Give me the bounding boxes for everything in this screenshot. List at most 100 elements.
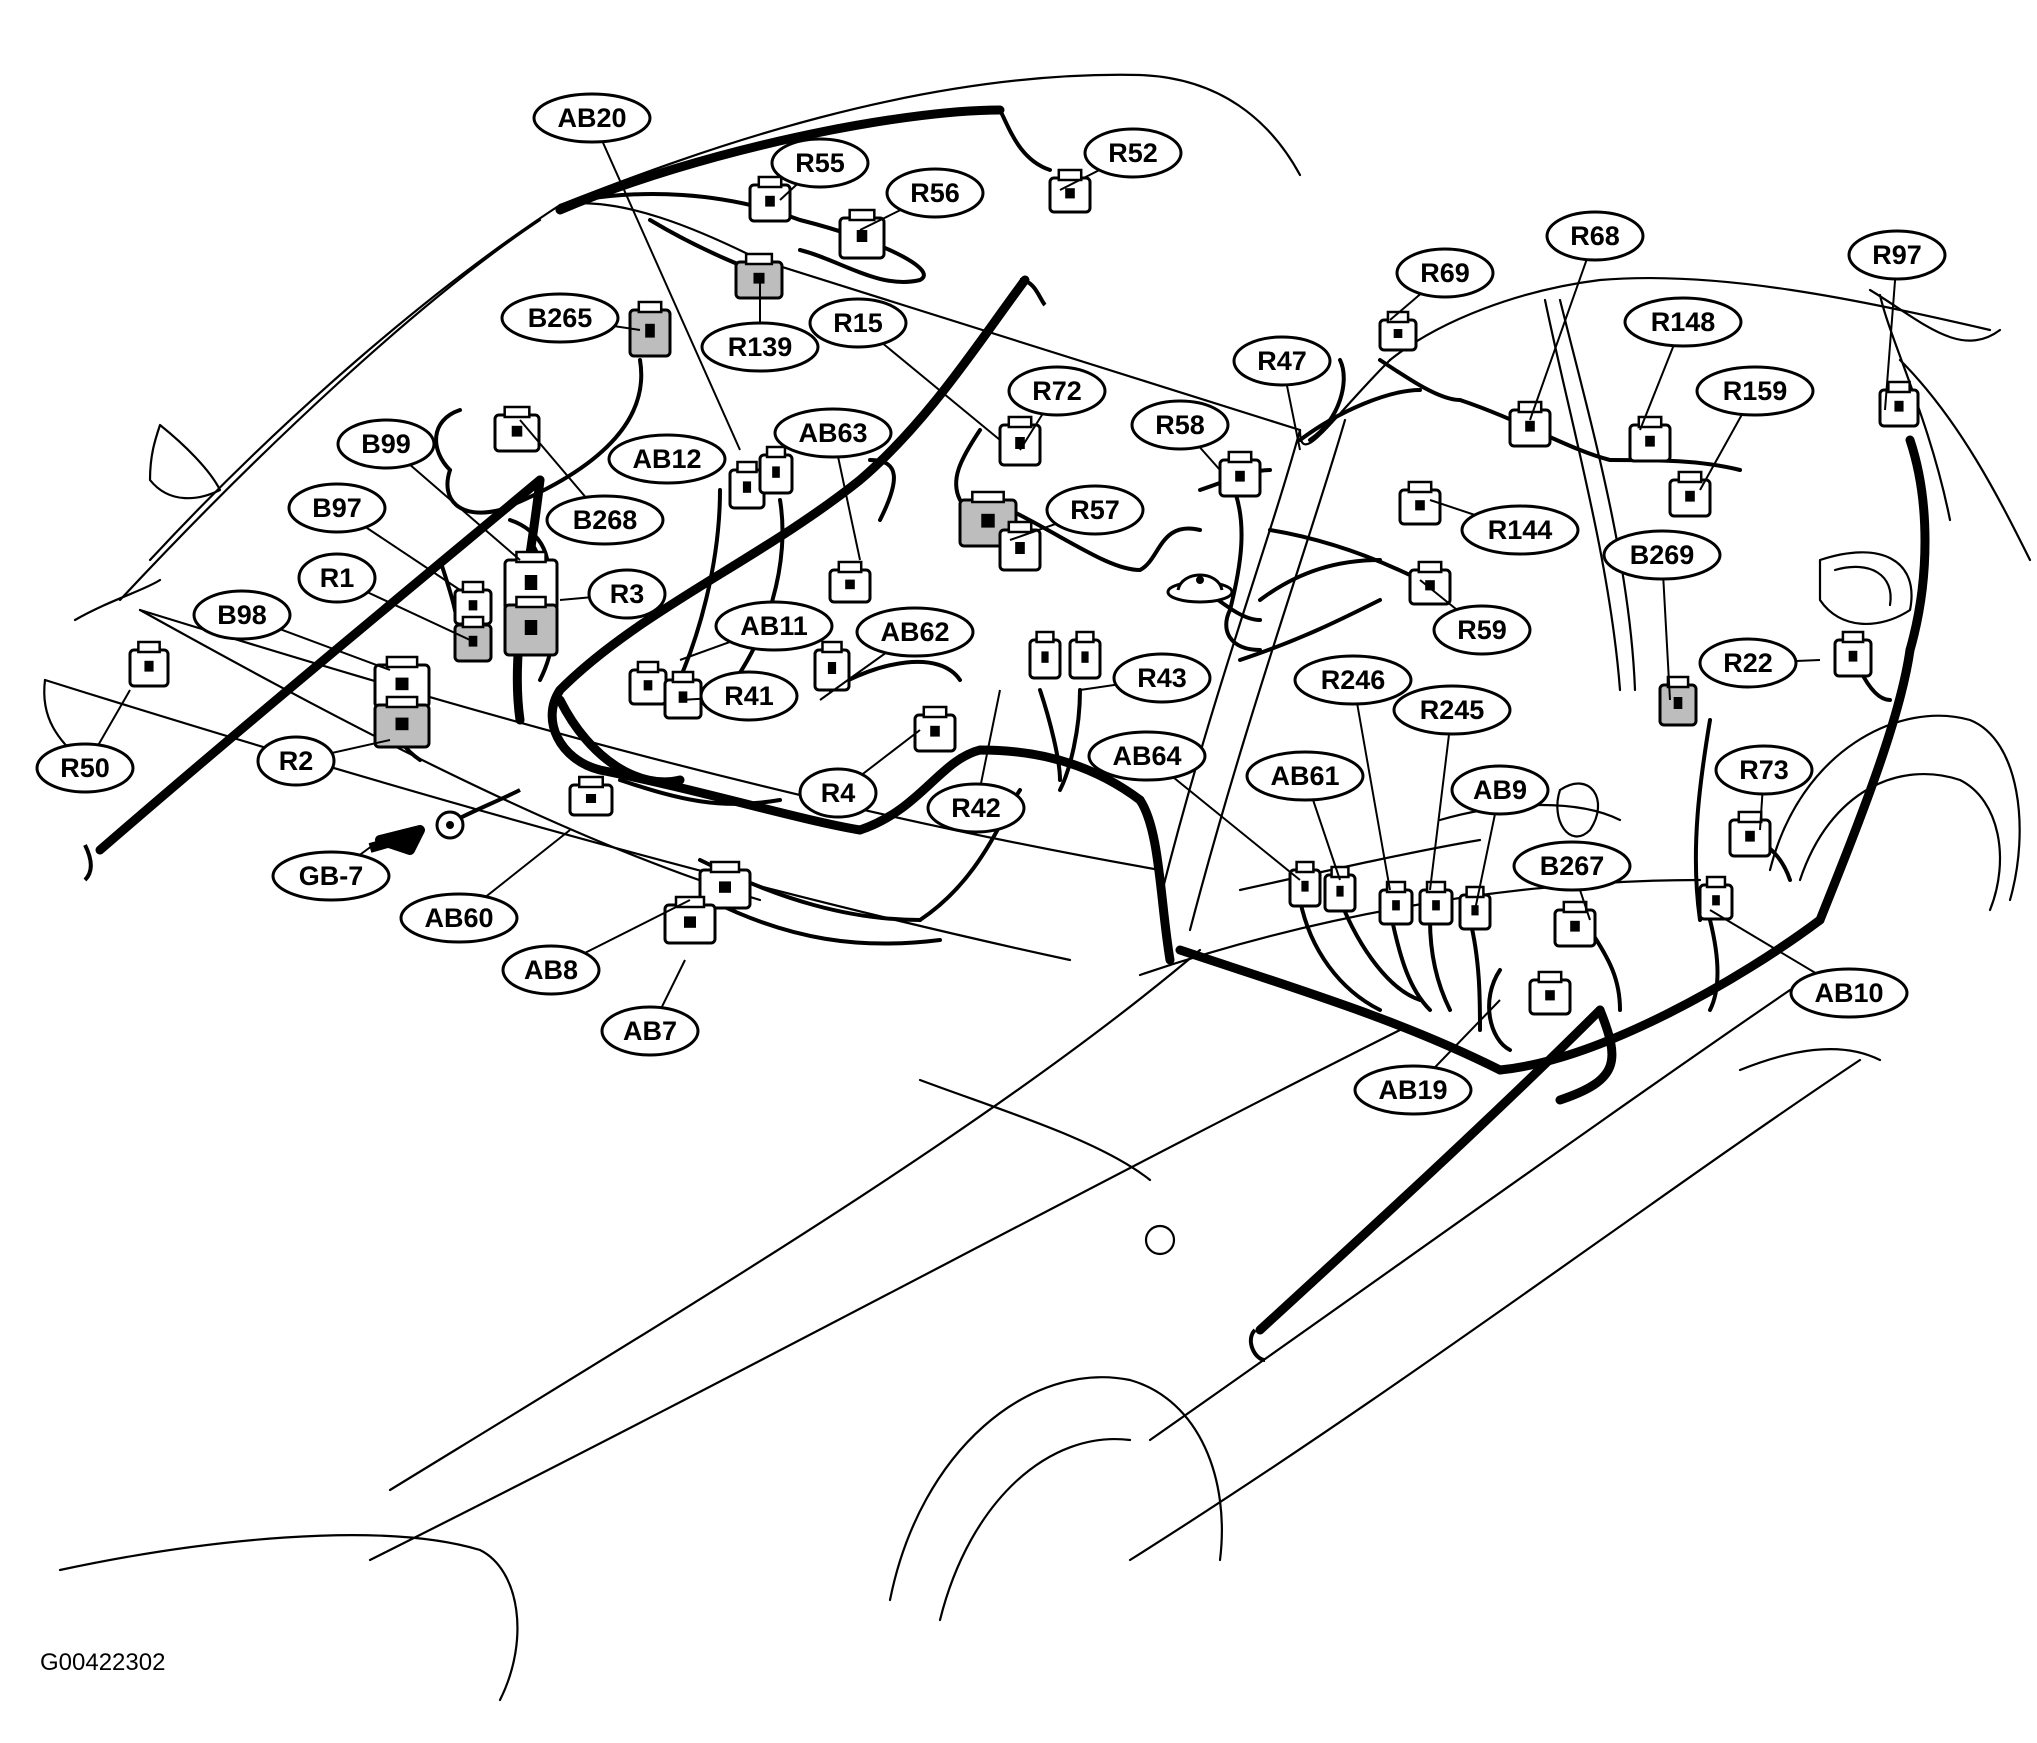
callout-label: B97 [312,493,362,523]
connector [1378,310,1418,352]
callout-r56: R56 [885,167,985,219]
callout-label: R50 [60,753,110,783]
connector [758,445,794,495]
connector [568,775,614,817]
connector [1878,380,1920,428]
callout-ab10: AB10 [1789,967,1909,1019]
callout-ab62: AB62 [855,606,975,658]
callout-label: R22 [1723,648,1773,678]
leader-line-ab20 [591,117,741,451]
callout-label: R52 [1108,138,1158,168]
callout-r73: R73 [1714,744,1814,796]
connector [828,560,872,604]
connector [913,705,957,753]
connector [1288,860,1322,908]
callout-ab61: AB61 [1245,750,1365,802]
callout-label: AB19 [1378,1075,1447,1105]
connector [1048,168,1092,214]
callout-b269: B269 [1602,529,1722,581]
callout-b98: B98 [192,589,292,641]
callout-r2: R2 [256,735,336,787]
connector [698,860,752,910]
connector [453,580,493,626]
callout-label: R42 [951,793,1001,823]
connector [1458,885,1492,931]
callout-r246: R246 [1293,654,1413,706]
callout-label: B268 [573,505,638,535]
connector [1628,415,1672,463]
callout-label: R97 [1872,240,1922,270]
callout-r47: R47 [1232,335,1332,387]
callout-ab60: AB60 [399,892,519,944]
main-harness [95,105,1930,1335]
callout-label: R55 [795,148,845,178]
callout-r3: R3 [587,568,667,620]
connector [1728,810,1772,858]
connector [1028,630,1062,680]
callout-label: AB63 [798,418,867,448]
callout-b265: B265 [500,292,620,344]
leader-line-r68 [1529,235,1596,421]
callout-r159: R159 [1695,365,1815,417]
connector [503,595,559,657]
callout-label: R148 [1651,307,1716,337]
callout-label: AB20 [557,103,626,133]
connector [628,300,672,358]
callout-r1: R1 [297,552,377,604]
connector [1408,560,1452,606]
connector [1508,400,1552,448]
callout-label: AB11 [740,611,808,641]
callout-r58: R58 [1130,399,1230,451]
callout-r15: R15 [808,297,908,349]
callout-ab63: AB63 [773,407,893,459]
callout-ab64: AB64 [1087,730,1207,782]
connector [838,208,886,260]
callout-label: R41 [724,681,774,711]
callout-label: B267 [1540,851,1605,881]
callout-label: R43 [1137,663,1187,693]
callout-label: R57 [1070,495,1120,525]
callout-r72: R72 [1007,365,1107,417]
callout-label: R3 [610,579,645,609]
callout-gb7: GB-7 [271,850,391,902]
leader-line-r97 [1884,254,1898,411]
callout-label: B265 [528,303,593,333]
connector [493,405,541,453]
callout-ab9: AB9 [1450,764,1550,816]
callout-label: AB61 [1270,761,1339,791]
connector [1553,900,1597,948]
connector [663,670,703,720]
callout-label: B269 [1630,540,1695,570]
connector [1528,970,1572,1016]
arrow-icon [368,825,425,855]
callout-label: R245 [1420,695,1485,725]
callout-label: R4 [821,778,856,808]
callout-r4: R4 [798,767,878,819]
callout-ab19: AB19 [1353,1064,1473,1116]
callout-label: R59 [1457,615,1507,645]
callout-label: R73 [1739,755,1789,785]
grommet [1166,573,1234,604]
callout-ab11: AB11 [714,600,834,652]
connector [1218,450,1262,498]
callout-label: R15 [833,308,883,338]
callout-label: R159 [1723,376,1788,406]
callout-ab12: AB12 [607,433,727,485]
callout-r43: R43 [1112,652,1212,704]
callout-r139: R139 [700,321,820,373]
callout-r69: R69 [1395,247,1495,299]
callout-label: AB7 [623,1016,677,1046]
callout-r245: R245 [1392,684,1512,736]
connector [1378,880,1414,926]
connector [628,660,668,706]
callout-r42: R42 [926,782,1026,834]
callout-r97: R97 [1847,229,1947,281]
callout-r22: R22 [1698,637,1798,689]
connector [128,640,170,688]
connector [1068,630,1102,680]
callout-label: B98 [217,600,267,630]
callout-label: R47 [1257,346,1307,376]
connector [1398,480,1442,526]
connector [998,415,1042,467]
